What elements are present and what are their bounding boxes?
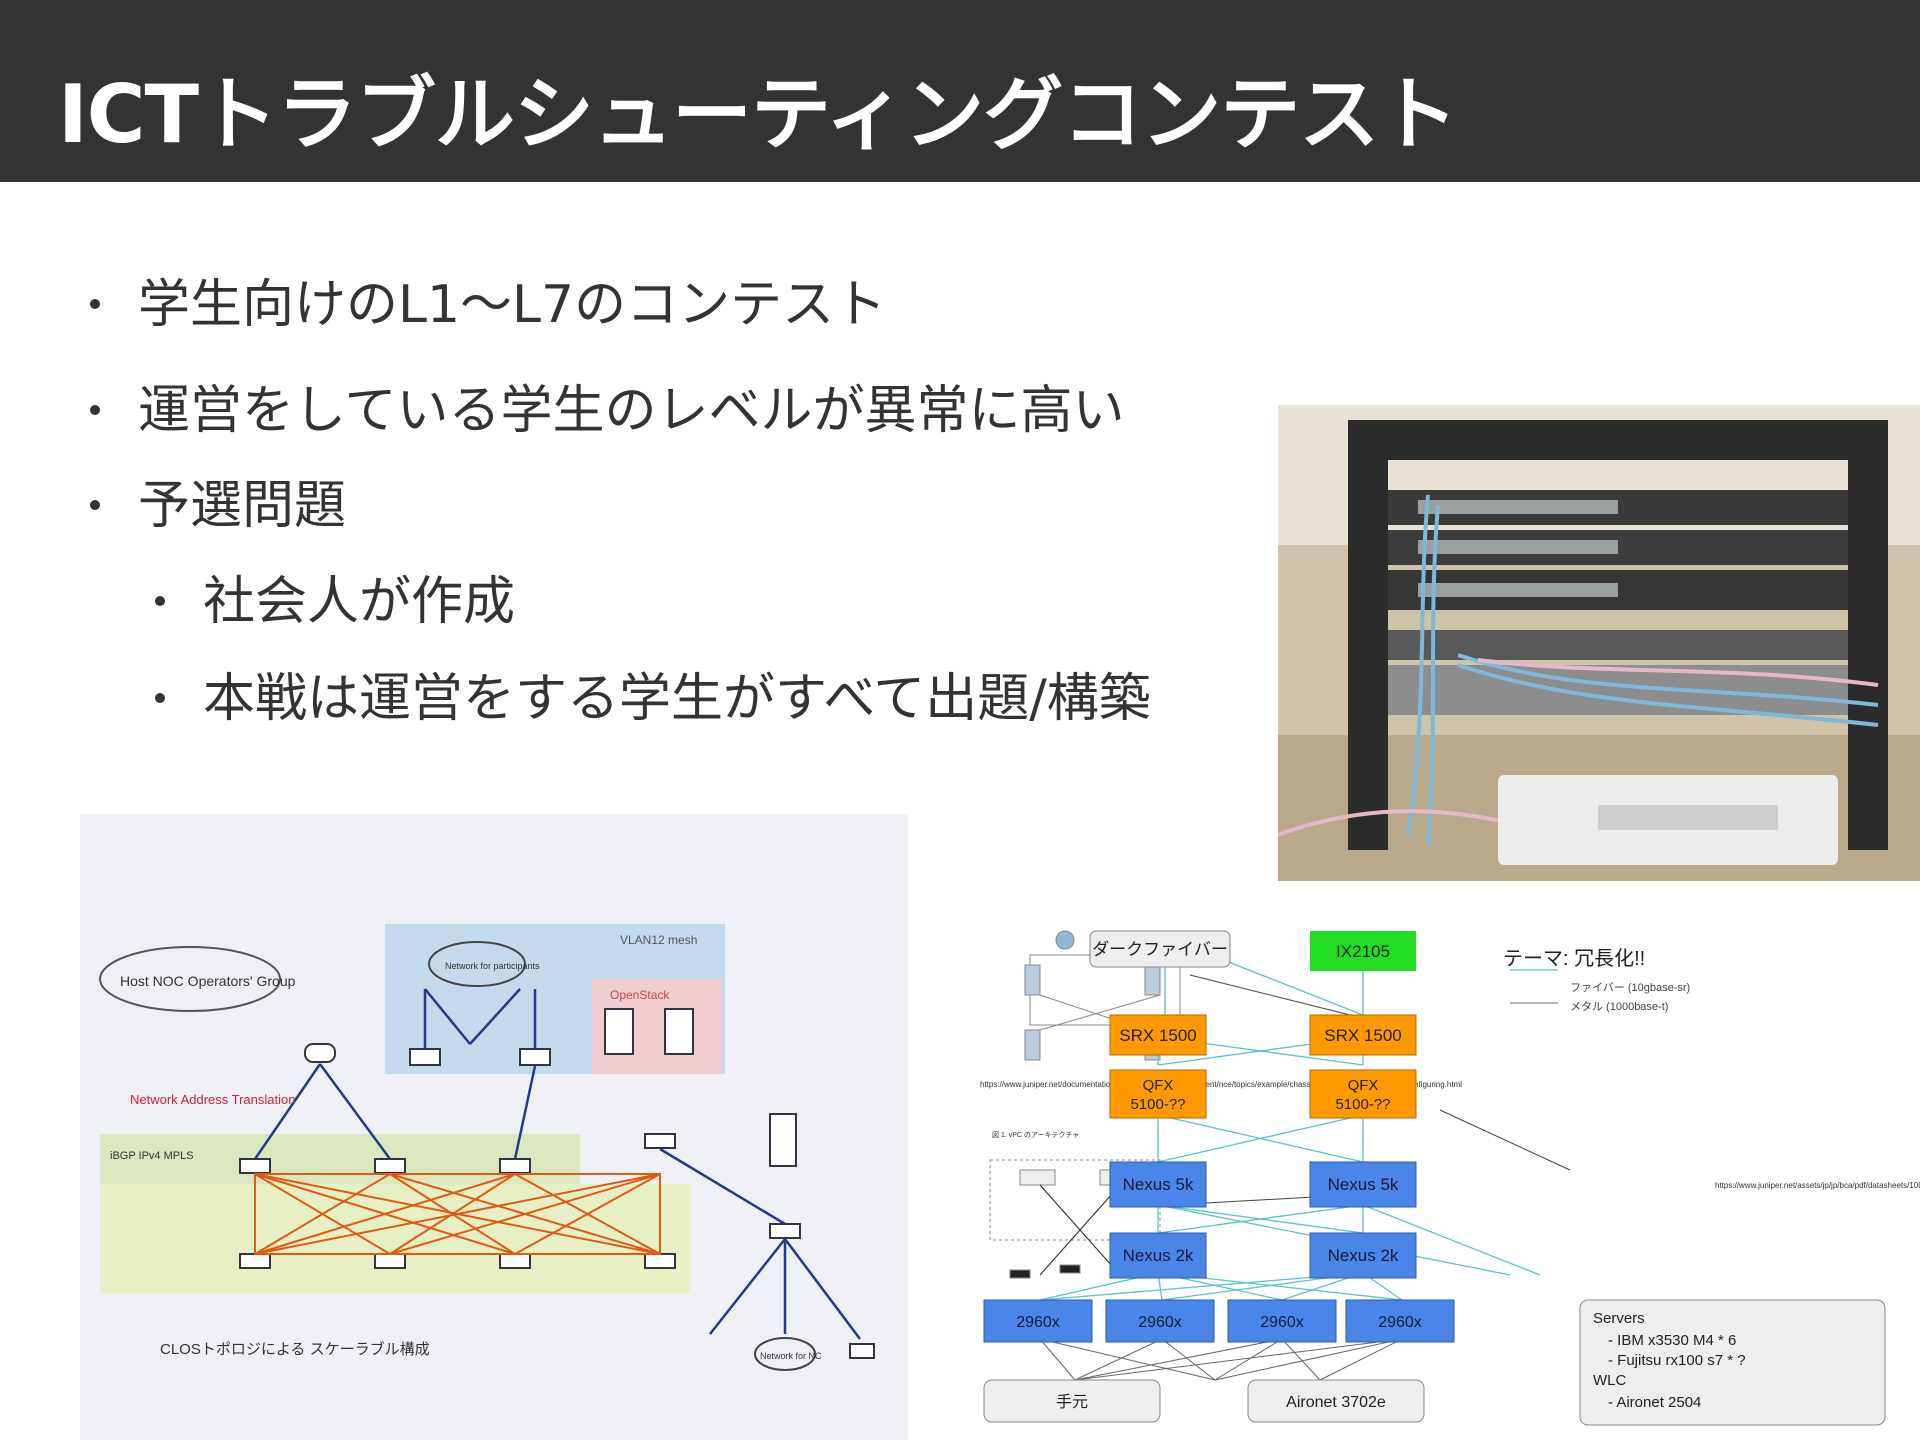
bullet-dot-icon bbox=[90, 500, 100, 510]
nexus5k-label: Nexus 5k bbox=[1123, 1175, 1194, 1194]
whiteboard-photo: Host NOC Operators' Group OpenStack VLAN… bbox=[80, 814, 908, 1440]
switch-label: 2960x bbox=[1378, 1314, 1422, 1331]
servers-title: Servers bbox=[1593, 1310, 1645, 1327]
nexus2k-node-right bbox=[1309, 1232, 1417, 1279]
title-bar: ICTトラブルシューティングコンテスト bbox=[0, 0, 1920, 182]
bullet-dot-icon bbox=[90, 405, 100, 415]
metal-links bbox=[1039, 1002, 1558, 1381]
network-participants-label: Network for participants bbox=[445, 961, 540, 971]
bullet-dot-icon bbox=[155, 596, 165, 606]
servers-box bbox=[1579, 1299, 1886, 1426]
theme-label: テーマ: 冗長化!! bbox=[1503, 947, 1645, 970]
switch-2960x bbox=[983, 1299, 1093, 1343]
ix2105-label: IX2105 bbox=[1336, 942, 1390, 961]
network-topology-diagram: https://www.juniper.net/documentation/en… bbox=[980, 915, 1920, 1440]
switch-2960x bbox=[1345, 1299, 1455, 1343]
switch-label: 2960x bbox=[1260, 1314, 1304, 1331]
bullet-item: 運営をしている学生のレベルが異常に高い bbox=[90, 368, 1124, 443]
local-label: 手元 bbox=[1056, 1393, 1088, 1411]
switch-2960x bbox=[1227, 1299, 1337, 1343]
ix2105-node bbox=[1310, 931, 1416, 971]
qfx-label: QFX bbox=[1348, 1077, 1379, 1094]
nexus5k-node-left bbox=[1109, 1161, 1207, 1208]
ipv4-label: iBGP IPv4 MPLS bbox=[110, 1150, 194, 1162]
openstack-label: OpenStack bbox=[610, 988, 670, 1002]
vpc-caption: 図 1. vPC のアーキテクチャ bbox=[992, 1131, 1079, 1139]
qfx-label: 5100-?? bbox=[1130, 1096, 1185, 1113]
srx-label: SRX 1500 bbox=[1324, 1026, 1402, 1045]
juniper-url-1: https://www.juniper.net/documentation/en… bbox=[980, 1080, 1462, 1089]
switch-2960x bbox=[1105, 1299, 1215, 1343]
vlan-label: VLAN12 mesh bbox=[620, 933, 697, 947]
bullet-item: 予選問題 bbox=[90, 463, 346, 538]
bullet-dot-icon bbox=[155, 693, 165, 703]
bullet-text: 本戦は運営をする学生がすべて出題/構築 bbox=[203, 669, 1151, 729]
server-rack-photo bbox=[1278, 405, 1920, 881]
dark-fiber-node bbox=[1089, 930, 1231, 968]
srx-node-right bbox=[1309, 1014, 1417, 1056]
legend-fiber: ファイバー (10gbase-sr) bbox=[1570, 981, 1690, 994]
server-item: - Fujitsu rx100 s7 * ? bbox=[1608, 1352, 1746, 1369]
noc-label: Host NOC Operators' Group bbox=[120, 973, 296, 989]
srx-label: SRX 1500 bbox=[1119, 1026, 1197, 1045]
srx-node-left bbox=[1109, 1014, 1207, 1056]
local-node bbox=[983, 1379, 1161, 1423]
nexus2k-label: Nexus 2k bbox=[1123, 1246, 1194, 1265]
bullet-dot-icon bbox=[90, 299, 100, 309]
wlc-title: WLC bbox=[1593, 1372, 1627, 1389]
aironet-node bbox=[1247, 1379, 1425, 1423]
nexus2k-label: Nexus 2k bbox=[1328, 1246, 1399, 1265]
server-item: - IBM x3530 M4 * 6 bbox=[1608, 1332, 1736, 1349]
nexus5k-node-right bbox=[1309, 1161, 1417, 1208]
clos-note: CLOSトポロジによる スケーラブル構成 bbox=[160, 1340, 430, 1358]
qfx-label: QFX bbox=[1143, 1077, 1174, 1094]
sub-bullet-item: 社会人が作成 bbox=[155, 559, 515, 634]
bullet-text: 学生向けのL1〜L7のコンテスト bbox=[138, 275, 887, 335]
qfx-node-left bbox=[1109, 1069, 1207, 1119]
juniper-url-2: https://www.juniper.net/assets/jp/jp/bca… bbox=[1715, 1181, 1920, 1190]
wlc-item: - Aironet 2504 bbox=[1608, 1394, 1701, 1411]
nexus5k-label: Nexus 5k bbox=[1328, 1175, 1399, 1194]
bullet-text: 社会人が作成 bbox=[203, 572, 516, 632]
aironet-label: Aironet 3702e bbox=[1286, 1394, 1386, 1411]
legend-metal: メタル (1000base-t) bbox=[1570, 1000, 1668, 1013]
switch-label: 2960x bbox=[1016, 1314, 1060, 1331]
dark-fiber-label: ダークファイバー bbox=[1092, 940, 1228, 959]
bullet-text: 予選問題 bbox=[138, 476, 347, 536]
nexus2k-node-left bbox=[1109, 1232, 1207, 1279]
bullet-text: 運営をしている学生のレベルが異常に高い bbox=[138, 381, 1125, 441]
bullet-item: 学生向けのL1〜L7のコンテスト bbox=[90, 262, 886, 337]
network-nc-label: Network for NC bbox=[760, 1351, 822, 1361]
switch-label: 2960x bbox=[1138, 1314, 1182, 1331]
slide-title: ICTトラブルシューティングコンテスト bbox=[58, 68, 1458, 161]
qfx-node-right bbox=[1309, 1069, 1417, 1119]
sub-bullet-item: 本戦は運営をする学生がすべて出題/構築 bbox=[155, 656, 1151, 731]
qfx-label: 5100-?? bbox=[1335, 1096, 1390, 1113]
red-note: Network Address Translation bbox=[130, 1092, 295, 1107]
